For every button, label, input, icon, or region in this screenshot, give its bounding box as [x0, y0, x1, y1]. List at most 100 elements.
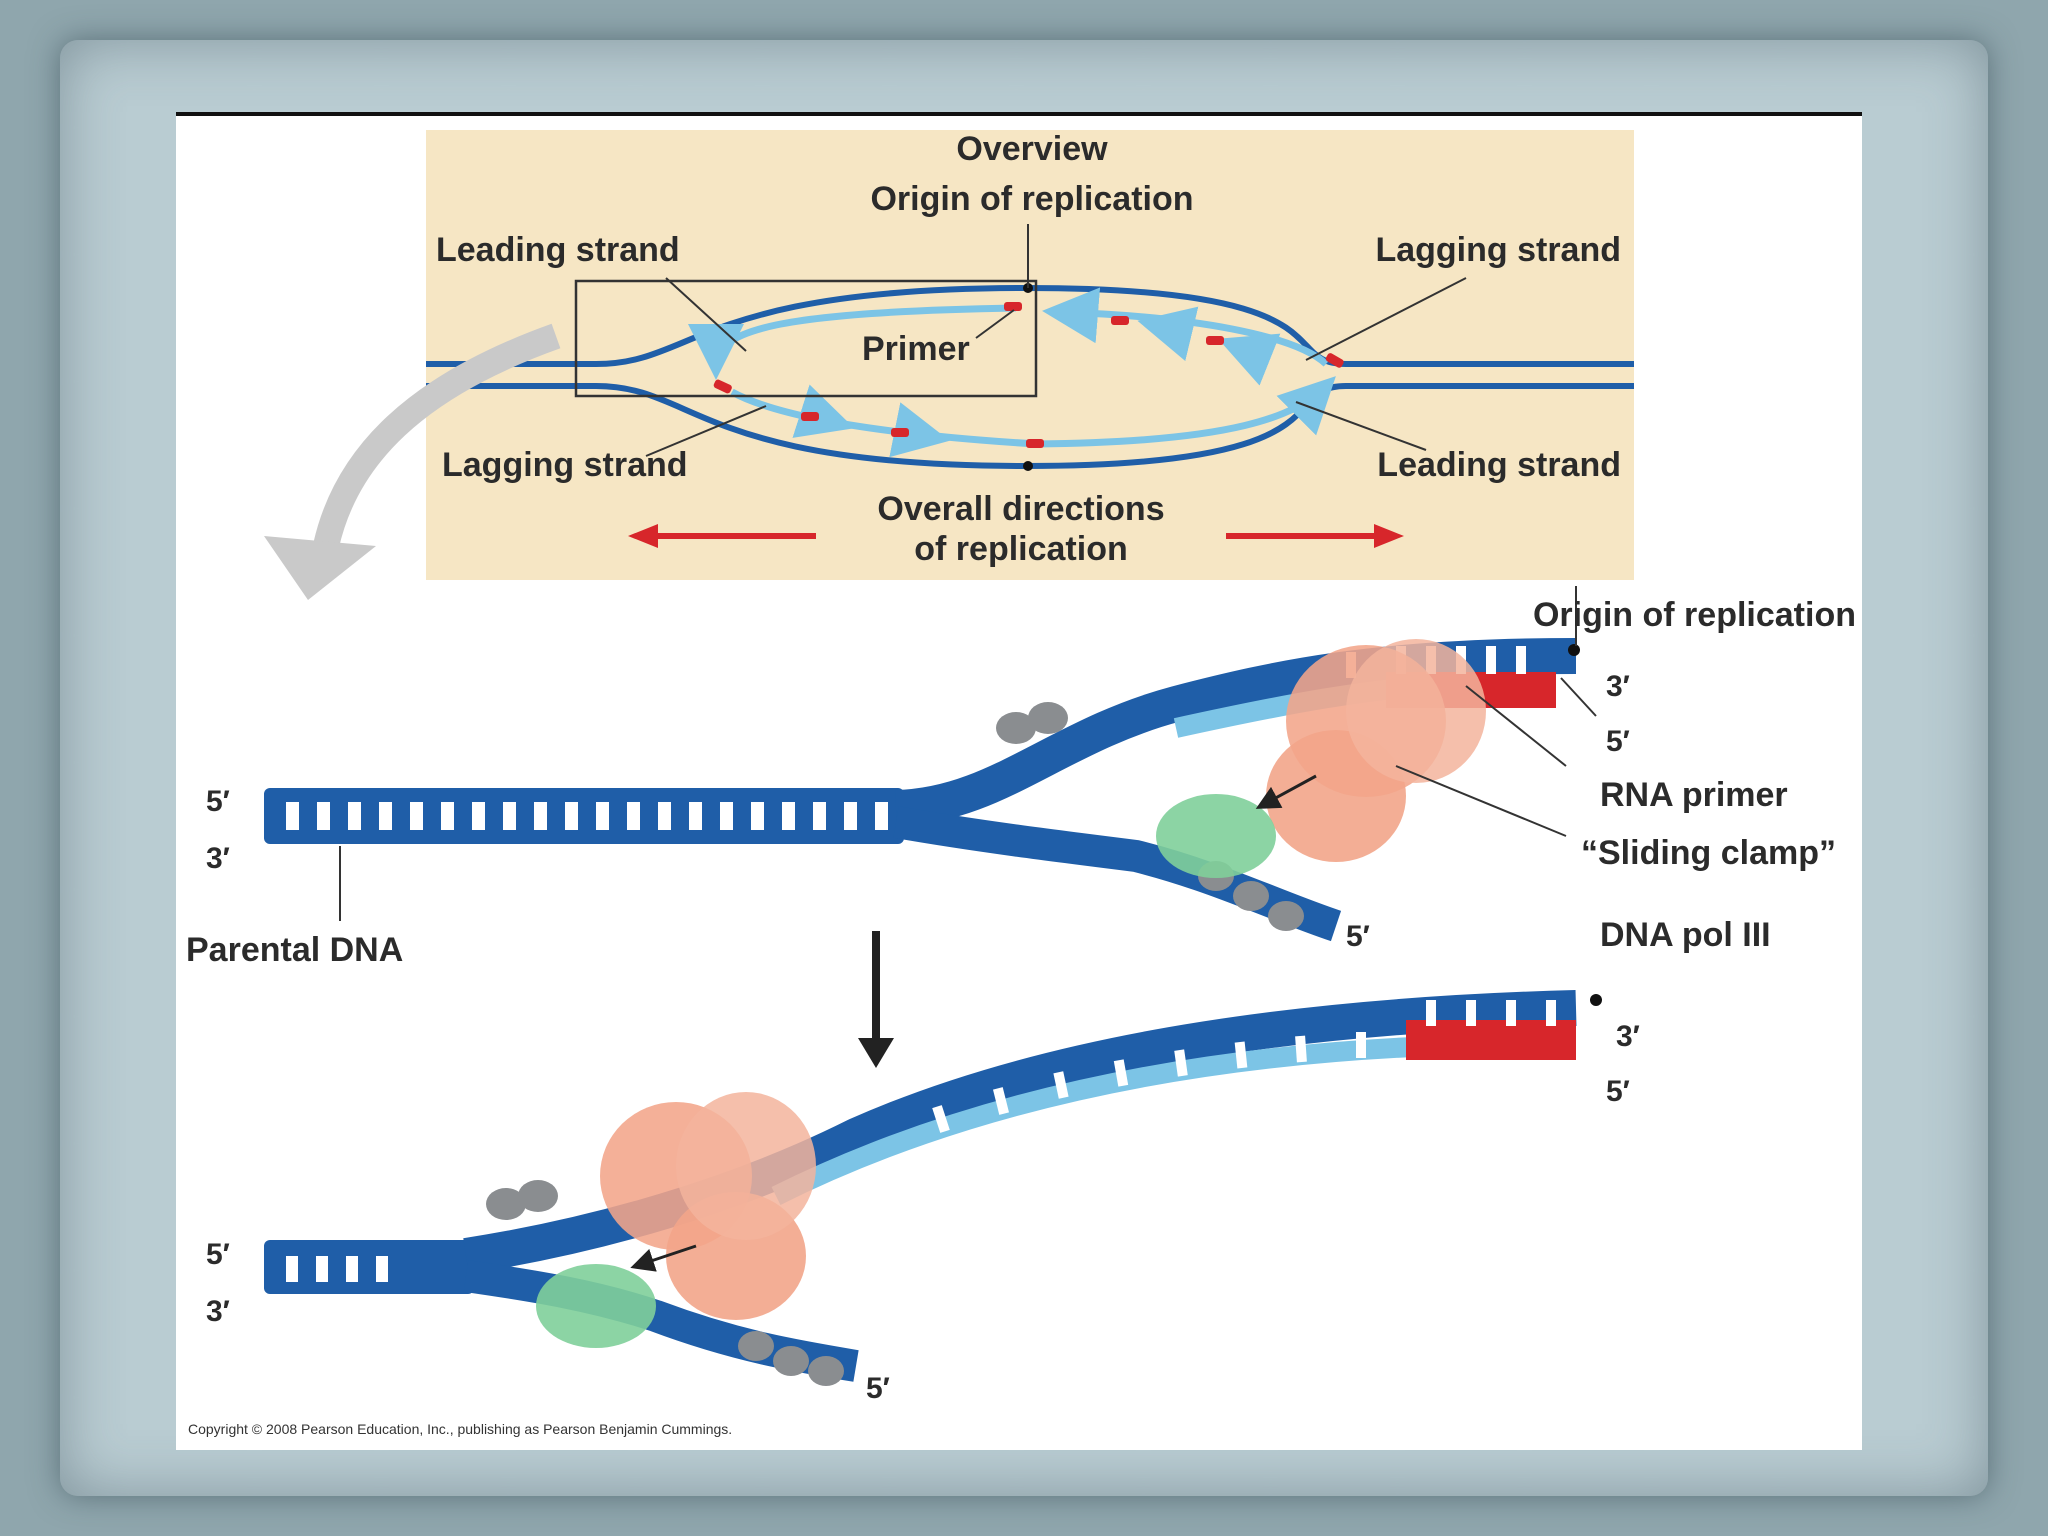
okazaki-arrow-2 — [1137, 306, 1199, 362]
rung — [472, 802, 485, 830]
primer-leader — [975, 309, 1015, 339]
lagging-strand-right-new — [1055, 308, 1329, 367]
copyright-text: Copyright © 2008 Pearson Education, Inc.… — [188, 1421, 732, 1437]
upper-right-3-label: 3′ — [1606, 670, 1630, 703]
primer-mark — [1026, 439, 1044, 448]
leading-strand-left-new — [688, 304, 1017, 380]
rung — [346, 1256, 358, 1282]
rung — [689, 802, 702, 830]
lagging-polymerase — [1156, 794, 1276, 878]
rung — [1053, 1071, 1069, 1099]
rung — [1295, 1035, 1307, 1063]
rung — [751, 802, 764, 830]
lower-sliding-clamp-ring — [676, 1092, 816, 1240]
protein-blob — [808, 1356, 844, 1386]
protein-blob — [1233, 881, 1269, 911]
replication-diagram: Overview Origin of replication Leading s… — [186, 130, 1856, 1437]
parental-dna-label: Parental DNA — [186, 931, 403, 969]
rung — [1516, 646, 1526, 674]
overview-directions-line2: of replication — [914, 530, 1127, 568]
overview-title: Overview — [956, 130, 1108, 168]
rung — [565, 802, 578, 830]
zoom-arrow-head — [264, 536, 376, 600]
rung — [503, 802, 516, 830]
lower-origin-dot — [1590, 994, 1602, 1006]
rung — [348, 802, 361, 830]
rung — [932, 1105, 950, 1133]
okazaki-arrow-1 — [1042, 287, 1101, 344]
dna-pol-leader — [1395, 765, 1567, 837]
protein-blob — [738, 1331, 774, 1361]
overview-primer-label: Primer — [862, 330, 970, 368]
upper-origin-dot — [1568, 644, 1580, 656]
lower-synthesis-arrow — [630, 1244, 697, 1272]
upper-left-3-label: 3′ — [206, 842, 230, 875]
rung — [1234, 1041, 1248, 1069]
protein-blob — [486, 1188, 526, 1220]
leading-strand-right-new — [1035, 376, 1336, 448]
lower-tail-5-label: 5′ — [866, 1372, 890, 1405]
rung — [410, 802, 423, 830]
overview-leading-strand-bottom: Leading strand — [1377, 446, 1621, 484]
dna-pol-label: DNA pol III — [1600, 916, 1771, 954]
rung — [720, 802, 733, 830]
rung — [376, 1256, 388, 1282]
rung — [627, 802, 640, 830]
upper-synthesis-arrow — [1255, 774, 1317, 809]
lower-arm-rungs — [932, 1000, 1556, 1133]
rung — [1113, 1059, 1129, 1087]
lower-right-5-label: 5′ — [1606, 1075, 1630, 1108]
primer-mark — [1111, 316, 1129, 325]
upper-right-5-label: 5′ — [1606, 725, 1630, 758]
rung — [534, 802, 547, 830]
lower-detail: 5′ 3′ 3′ 5′ 5′ — [206, 990, 1640, 1405]
lower-right-3-label: 3′ — [1616, 1020, 1640, 1053]
rung — [379, 802, 392, 830]
protein-blob — [1268, 901, 1304, 931]
lower-new-strand — [771, 1036, 1437, 1205]
detail-origin-label: Origin of replication — [1533, 596, 1856, 634]
rung — [1174, 1049, 1188, 1077]
parental-duplex — [264, 788, 904, 844]
okazaki-arrow-4 — [792, 384, 855, 438]
rung — [317, 802, 330, 830]
lower-template-strand — [463, 990, 1577, 1274]
rung — [844, 802, 857, 830]
rung — [813, 802, 826, 830]
overview-leading-strand-top: Leading strand — [436, 231, 680, 269]
rung — [1486, 646, 1496, 674]
rung — [596, 802, 609, 830]
overview-origin-label: Origin of replication — [870, 180, 1193, 218]
rung — [658, 802, 671, 830]
overview-directions-line1: Overall directions — [877, 490, 1164, 528]
lower-parental-rungs — [286, 1256, 388, 1282]
okazaki-arrow-5 — [889, 402, 950, 458]
direction-arrowhead-left — [628, 524, 658, 548]
rung — [993, 1087, 1009, 1115]
zoom-box — [574, 279, 1038, 398]
sliding-clamp-label: “Sliding clamp” — [1581, 834, 1836, 872]
rung — [316, 1256, 328, 1282]
upper-tail-5-label: 5′ — [1346, 920, 1370, 953]
lagging-bottom-leader — [645, 405, 767, 457]
leading-bottom-leader — [1295, 401, 1427, 451]
rung — [441, 802, 454, 830]
rung — [875, 802, 888, 830]
lower-lagging-polymerase — [536, 1264, 656, 1348]
sliding-clamp-leader — [1465, 685, 1567, 767]
primer-mark — [1325, 353, 1344, 368]
overview-lagging-strand-bottom: Lagging strand — [442, 446, 688, 484]
protein-blob — [1028, 702, 1068, 734]
rung — [286, 802, 299, 830]
parental-base-pairs — [286, 802, 888, 830]
primer-mark — [891, 428, 909, 437]
overview-background — [426, 130, 1634, 580]
rna-primer-label: RNA primer — [1600, 776, 1788, 814]
lower-rna-primer — [1406, 1020, 1576, 1060]
lower-left-3-label: 3′ — [206, 1295, 230, 1328]
overview-lagging-strand-top: Lagging strand — [1375, 231, 1621, 269]
direction-arrowhead-right — [1374, 524, 1404, 548]
primers — [713, 302, 1344, 448]
primer-mark — [713, 379, 732, 394]
